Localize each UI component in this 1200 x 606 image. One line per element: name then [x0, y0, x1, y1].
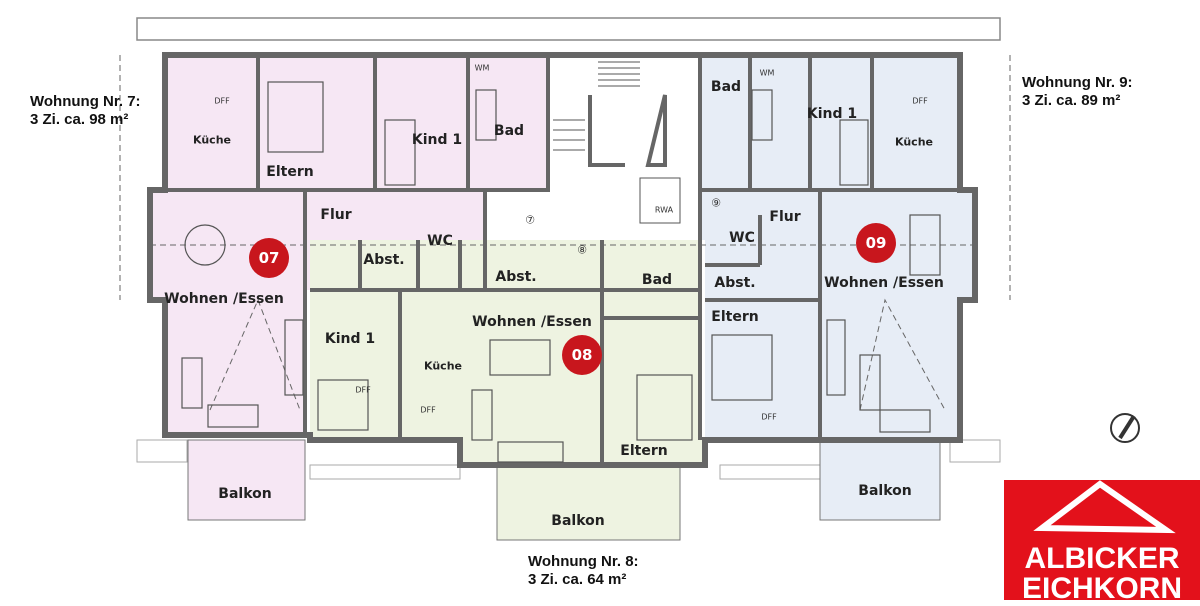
balcony-label: Balkon: [858, 483, 912, 499]
small-label: DFF: [214, 96, 230, 106]
apartment-09-info: Wohnung Nr. 9:3 Zi. ca. 89 m²: [1022, 74, 1133, 110]
logo-line-2: EICHKORN: [1021, 572, 1182, 605]
room-label: Abst.: [363, 252, 405, 268]
room-label: Abst.: [714, 275, 756, 291]
company-logo: ALBICKER EICHKORN: [1004, 480, 1200, 605]
apartment-08-area: [310, 240, 705, 465]
apartment-size: 3 Zi. ca. 64 m²: [528, 571, 627, 588]
room-label: Bad: [641, 272, 673, 288]
room-label: Abst.: [495, 269, 537, 285]
room-label: Bad: [710, 79, 742, 95]
room-label: Bad: [493, 123, 525, 139]
room-label: Küche: [193, 133, 231, 147]
balcony-label: Balkon: [218, 486, 272, 502]
room-label: Wohnen /Essen: [472, 314, 592, 330]
apartment-07-info: Wohnung Nr. 7:3 Zi. ca. 98 m²: [30, 93, 141, 129]
small-label: WM: [759, 68, 775, 78]
small-label: DFF: [761, 412, 777, 422]
apartment-size: 3 Zi. ca. 98 m²: [30, 111, 129, 128]
small-label: ⑦: [525, 213, 535, 227]
small-label: ⑨: [711, 196, 721, 210]
room-label: Küche: [895, 135, 933, 149]
room-label: Eltern: [620, 443, 668, 459]
room-label: Flur: [769, 209, 801, 225]
apartment-08-info: Wohnung Nr. 8:3 Zi. ca. 64 m²: [528, 553, 639, 589]
logo-line-1: ALBICKER: [1024, 542, 1180, 575]
apartment-badge-08: 08: [562, 335, 602, 375]
apartment-title: Wohnung Nr. 8:: [528, 553, 639, 570]
small-label: DFF: [355, 385, 371, 395]
room-label: Kind 1: [324, 331, 376, 347]
apartment-07-area: [150, 55, 548, 435]
room-label: Küche: [424, 359, 462, 373]
balcony-09: [819, 439, 941, 521]
room-label: WC: [427, 233, 453, 249]
balcony-08: [496, 464, 681, 541]
room-label: Kind 1: [806, 106, 858, 122]
small-label: ⑧: [577, 243, 587, 257]
apartment-09-area: [700, 55, 975, 440]
room-label: Wohnen /Essen: [824, 275, 944, 291]
small-label: DFF: [912, 96, 928, 106]
room-label: Kind 1: [411, 132, 463, 148]
balcony-label: Balkon: [551, 513, 605, 529]
room-label: Eltern: [711, 309, 759, 325]
small-label: DFF: [420, 405, 436, 415]
small-label: RWA: [654, 205, 674, 215]
room-label: Wohnen /Essen: [164, 291, 284, 307]
apartment-badge-07: 07: [249, 238, 289, 278]
room-label: Flur: [320, 207, 352, 223]
small-label: WM: [474, 63, 490, 73]
apartment-size: 3 Zi. ca. 89 m²: [1022, 92, 1121, 109]
apartment-title: Wohnung Nr. 7:: [30, 93, 141, 110]
roof-house-icon: [1033, 480, 1176, 534]
compass-icon: [1110, 413, 1140, 443]
apartment-badge-09: 09: [856, 223, 896, 263]
room-label: WC: [729, 230, 755, 246]
apartment-title: Wohnung Nr. 9:: [1022, 74, 1133, 91]
balcony-07: [187, 439, 306, 521]
room-label: Eltern: [266, 164, 314, 180]
